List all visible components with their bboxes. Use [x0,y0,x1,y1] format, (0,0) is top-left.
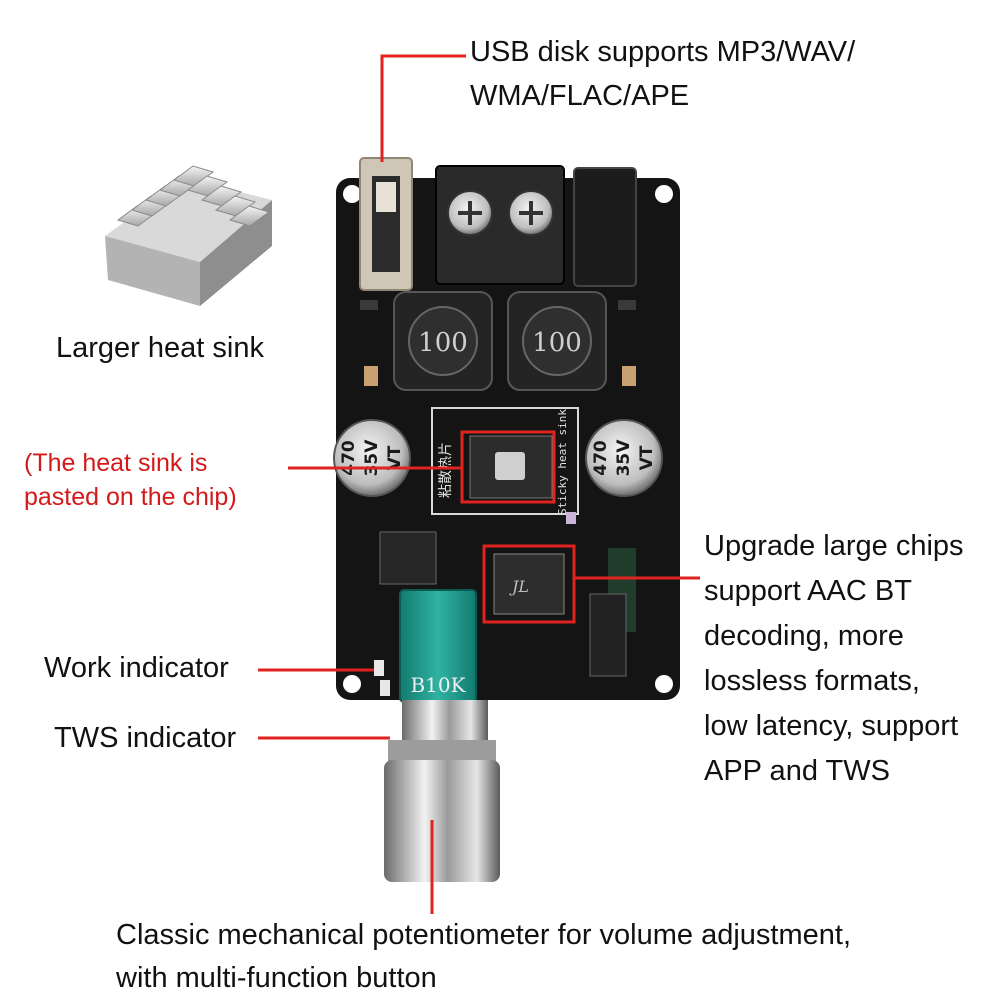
potentiometer-annotation-line-1: Classic mechanical potentiometer for vol… [116,919,851,951]
inductor-left: 100 [393,291,493,391]
heat-sink-label: Larger heat sink [52,326,268,370]
usb-annotation-line-2: WMA/FLAC/APE [470,80,690,112]
heat-sink [105,165,272,306]
inductor-right-marking: 100 [532,328,582,358]
chip-area-label-cn: 粘散热片 [438,442,454,498]
cap-right-value: 470 [591,440,611,476]
tws-indicator-led [380,680,390,696]
chip-annotation-line-6: APP and TWS [704,755,890,787]
capacitor-left: 470 35V VT [333,419,411,497]
capacitor-right: 470 35V VT [585,419,663,497]
work-indicator-label: Work indicator [40,646,233,690]
chip-annotation-line-5: low latency, support [704,710,959,742]
inductor-left-marking: 100 [418,328,468,358]
potentiometer[interactable]: B10K [384,589,500,882]
heat-sink-note-line-2: pasted on the chip) [24,483,237,511]
potentiometer-annotation-line-2: with multi-function button [116,962,437,994]
cap-right-series: VT [637,445,657,470]
usb-leader-line [380,54,470,162]
work-indicator-led [374,660,384,676]
volume-knob[interactable] [384,760,500,882]
chip-annotation-line-2: support AAC BT [704,575,912,607]
cap-left-value: 470 [339,440,359,476]
inductor-right: 100 [507,291,607,391]
usb-port [359,157,413,291]
chip-area-label-en: Sticky heat sink [556,409,569,515]
dc-power-jack [573,167,637,287]
bt-chip: JL [493,553,565,615]
cap-left-series: VT [385,445,405,470]
usb-annotation-line-1: USB disk supports MP3/WAV/ [470,36,856,68]
small-components [360,300,636,677]
screw-terminal [435,165,565,285]
chip-annotation-line-3: decoding, more [704,620,904,652]
pot-value-label: B10K [410,673,466,697]
chip-annotation: Upgrade large chips support AAC BT decod… [700,524,1000,794]
svg-text:JL: JL [509,577,529,596]
potentiometer-annotation: Classic mechanical potentiometer for vol… [112,914,980,1000]
cap-right-voltage: 35V [614,439,634,477]
cap-left-voltage: 35V [362,439,382,477]
tws-indicator-label: TWS indicator [50,716,241,760]
heat-sink-note: (The heat sink is pasted on the chip) [20,446,288,514]
amp-chip-area: 粘散热片 Sticky heat sink [431,407,579,515]
chip-annotation-line-1: Upgrade large chips [704,530,964,562]
chip-annotation-line-4: lossless formats, [704,665,920,697]
bt-chip-highlight [482,544,576,624]
usb-annotation: USB disk supports MP3/WAV/ WMA/FLAC/APE [466,30,924,118]
heat-sink-note-line-1: (The heat sink is [24,449,208,477]
